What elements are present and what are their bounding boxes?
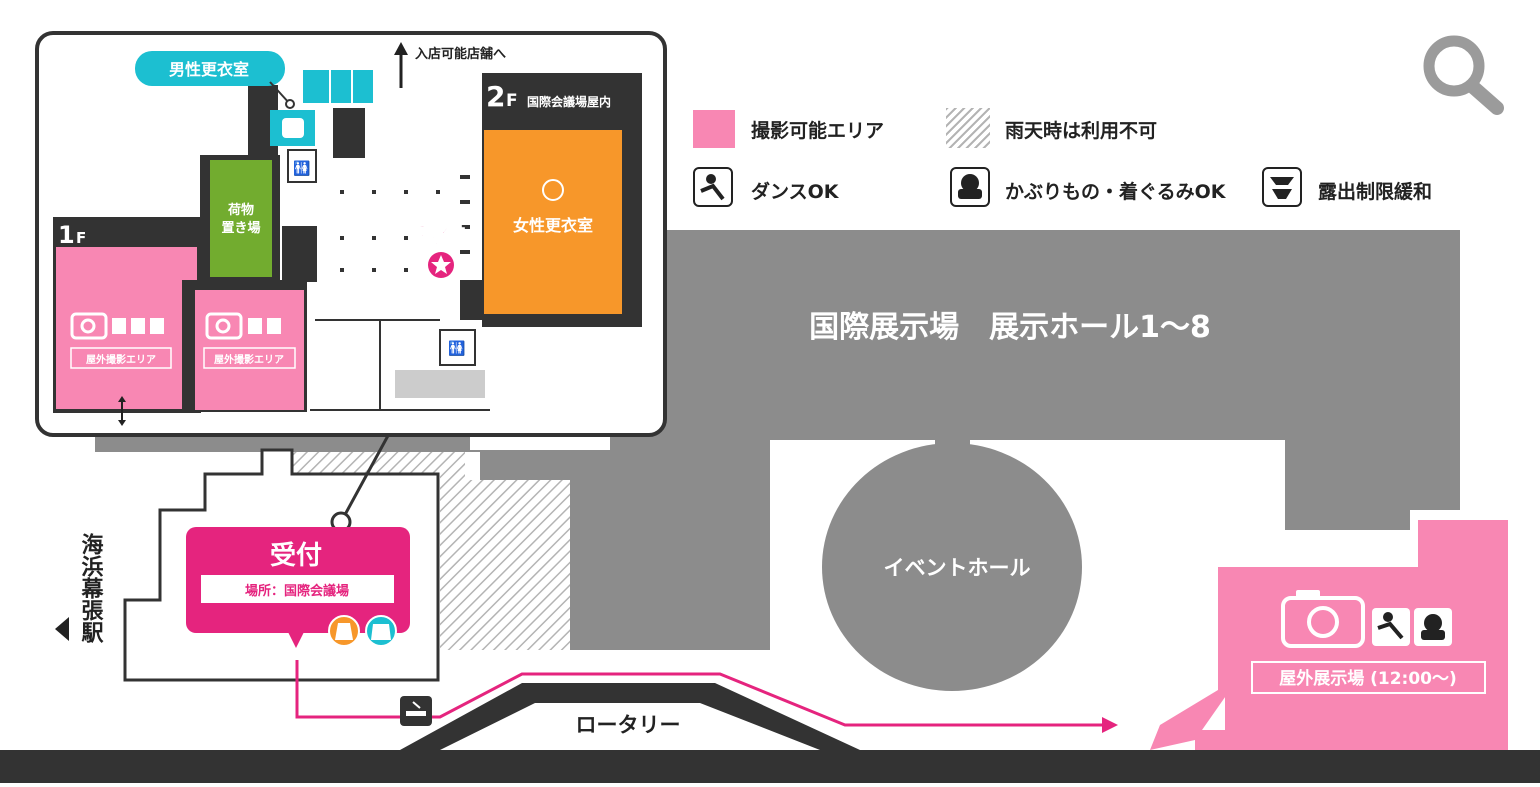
route-arrow — [1102, 717, 1118, 733]
rotary — [400, 683, 860, 750]
restroom-icon: 🚻 — [293, 160, 310, 177]
legend-exposure-relaxed: 露出制限緩和 — [1318, 181, 1433, 203]
legend-hatch-swatch — [946, 108, 990, 148]
outdoor-venue-area — [1195, 520, 1508, 750]
outdoor-venue-base — [1150, 690, 1230, 750]
costume-head-icon — [950, 167, 990, 207]
floor-1-suffix: F — [76, 229, 86, 247]
dance-icon — [693, 167, 733, 207]
legend-photo-swatch — [693, 110, 735, 148]
event-hall — [822, 443, 1082, 691]
station-label: 海浜幕張駅 — [78, 532, 105, 644]
baggage-label-1: 荷物 — [227, 202, 254, 218]
station-arrow-icon — [55, 617, 69, 641]
to-stores-label: 入店可能店舗へ — [415, 46, 506, 62]
outdoor-venue-label-box — [1251, 661, 1486, 694]
dance-icon — [1372, 608, 1410, 646]
inset-reception-label: 受付 — [417, 221, 465, 249]
outdoor-venue-label: 屋外展示場 (12:00～) — [1279, 668, 1457, 689]
male-shirt-icon — [365, 615, 397, 647]
legend-headwear-ok: かぶりもの・着ぐるみOK — [1005, 181, 1226, 203]
baggage-label-2: 置き場 — [221, 220, 260, 236]
legend-photo-area: 撮影可能エリア — [751, 120, 885, 142]
search-icon[interactable] — [1418, 28, 1510, 120]
road — [0, 750, 1540, 783]
rotary-label: ロータリー — [576, 713, 681, 737]
male-dressing-label: 男性更衣室 — [169, 60, 249, 79]
female-dressing-label: 女性更衣室 — [513, 216, 593, 235]
female-dress-icon-inset — [542, 179, 564, 201]
costume-head-icon — [1414, 608, 1452, 646]
female-dress-icon — [328, 615, 360, 647]
hall-label: 国際展示場 展示ホール1～8 — [809, 310, 1211, 345]
exhibition-hall-building — [95, 230, 1460, 650]
smoking-icon — [400, 696, 432, 726]
reception-place: 場所：国際会議場 — [245, 583, 349, 599]
event-hall-label: イベントホール — [884, 556, 1031, 580]
camera-icon — [1281, 590, 1365, 648]
legend-dance-ok: ダンスOK — [751, 181, 839, 203]
floor-2-number: 2 — [486, 80, 505, 113]
reception-bubble — [186, 527, 410, 648]
floor-2-note: 国際会議場屋内 — [527, 94, 611, 109]
male-shirt-icon-inset — [282, 118, 304, 138]
legend-rain-unavailable: 雨天時は利用不可 — [1005, 120, 1158, 142]
reception-title: 受付 — [270, 540, 322, 571]
floor-2-suffix: F — [506, 91, 518, 111]
restroom-icon-2: 🚻 — [448, 340, 465, 357]
outdoor-area-1-label: 屋外撮影エリア — [86, 353, 156, 366]
outdoor-area-2-label: 屋外撮影エリア — [214, 353, 284, 366]
rain-unavailable-area — [292, 452, 570, 650]
callout-line — [339, 431, 392, 523]
swimsuit-icon — [1262, 167, 1302, 207]
floor-1-number: 1 — [58, 221, 75, 249]
route-line — [295, 660, 1105, 727]
floor-inset: 🚻 🚻 — [35, 31, 667, 437]
